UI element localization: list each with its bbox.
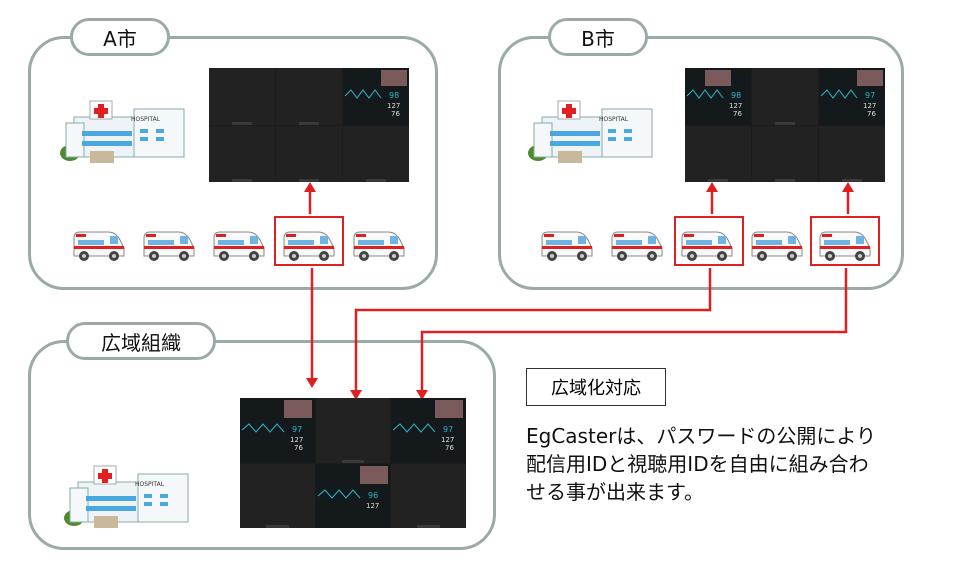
- vital-waveform-icon: 98 127 76: [344, 70, 407, 118]
- description-line: せる事が出来ます。: [526, 480, 704, 504]
- svg-text:127: 127: [366, 502, 379, 510]
- hospital-sign: HOSPITAL: [599, 116, 629, 123]
- monitor-cell-vitals: 97 127 76: [240, 398, 315, 463]
- svg-text:127: 127: [290, 436, 303, 444]
- ambulance-icon: [751, 231, 803, 262]
- hospital-sign: HOSPITAL: [135, 481, 165, 488]
- hospital-sign: HOSPITAL: [131, 116, 161, 123]
- vital-waveform-icon: 97 127 76: [393, 400, 464, 452]
- vital-waveform-icon: 97 127 76: [820, 70, 883, 118]
- ambulance-icon: [353, 231, 405, 262]
- monitor-cell-vitals: 97 127 76: [819, 68, 885, 125]
- monitor-cell: [315, 398, 391, 463]
- ambulance-icon: [73, 231, 125, 262]
- region-city-b: [498, 36, 904, 290]
- region-label-wide-area: 広域組織: [66, 322, 216, 360]
- svg-text:98: 98: [389, 91, 399, 100]
- selected-ambulance-frame: [274, 216, 344, 266]
- svg-text:76: 76: [867, 110, 876, 118]
- hospital-icon-wide: [63, 465, 189, 529]
- svg-text:98: 98: [731, 91, 741, 100]
- monitor-cell-vitals: 98 127 76: [343, 68, 409, 125]
- monitor-cell: [752, 68, 818, 125]
- svg-text:76: 76: [294, 444, 303, 452]
- svg-text:127: 127: [863, 102, 876, 110]
- description-text: EgCasterは、パスワードの公開により 配信用IDと視聴用IDを自由に組み合…: [526, 422, 876, 506]
- ambulance-icon: [143, 231, 195, 262]
- monitor-cell-vitals: 97 127 76: [391, 398, 466, 463]
- svg-text:127: 127: [729, 102, 742, 110]
- vital-waveform-icon: 97 127 76: [241, 400, 312, 452]
- region-city-a: [28, 36, 438, 290]
- monitor-cell: [240, 463, 315, 528]
- svg-text:97: 97: [292, 425, 302, 434]
- svg-text:127: 127: [387, 102, 400, 110]
- svg-text:76: 76: [733, 110, 742, 118]
- monitor-cell: [343, 125, 409, 182]
- ambulance-icon: [611, 231, 663, 262]
- monitor-cell-vitals: 96 127: [315, 463, 391, 528]
- connection-arrows: [308, 190, 850, 390]
- svg-text:97: 97: [443, 425, 453, 434]
- monitor-cell: [685, 125, 751, 182]
- vital-waveform-icon: 96 127: [317, 465, 388, 510]
- monitor-cell: [819, 125, 885, 182]
- monitor-screen-b: 98 127 76 97 127 76: [685, 68, 885, 182]
- callout-title: 広域化対応: [526, 368, 666, 406]
- region-wide-area: [28, 340, 496, 550]
- monitor-cell: [391, 463, 466, 528]
- monitor-cell: [209, 68, 275, 125]
- ambulance-icon: [541, 231, 593, 262]
- hospital-icon-b: [527, 100, 653, 164]
- vital-waveform-icon: 98 127 76: [686, 70, 742, 118]
- monitor-cell-vitals: 98 127 76: [685, 68, 751, 125]
- svg-text:96: 96: [368, 491, 378, 500]
- svg-text:97: 97: [865, 91, 875, 100]
- selected-ambulance-frame: [674, 216, 744, 266]
- ambulance-icon: [213, 231, 265, 262]
- description-line: EgCasterは、パスワードの公開により: [526, 424, 876, 448]
- hospital-icon-a: [59, 100, 185, 164]
- monitor-screen-a: 98 127 76: [209, 68, 409, 182]
- svg-text:76: 76: [391, 110, 400, 118]
- monitor-screen-wide: 97 127 76 97 127 76 96 127: [240, 398, 466, 528]
- monitor-cell: [276, 125, 342, 182]
- monitor-cell: [752, 125, 818, 182]
- monitor-cell: [209, 125, 275, 182]
- region-label-city-a: A市: [70, 18, 170, 56]
- svg-text:127: 127: [441, 436, 454, 444]
- description-line: 配信用IDと視聴用IDを自由に組み合わ: [526, 452, 869, 476]
- selected-ambulance-frame: [810, 216, 880, 266]
- region-label-city-b: B市: [548, 18, 648, 56]
- monitor-cell: [276, 68, 342, 125]
- svg-text:76: 76: [445, 444, 454, 452]
